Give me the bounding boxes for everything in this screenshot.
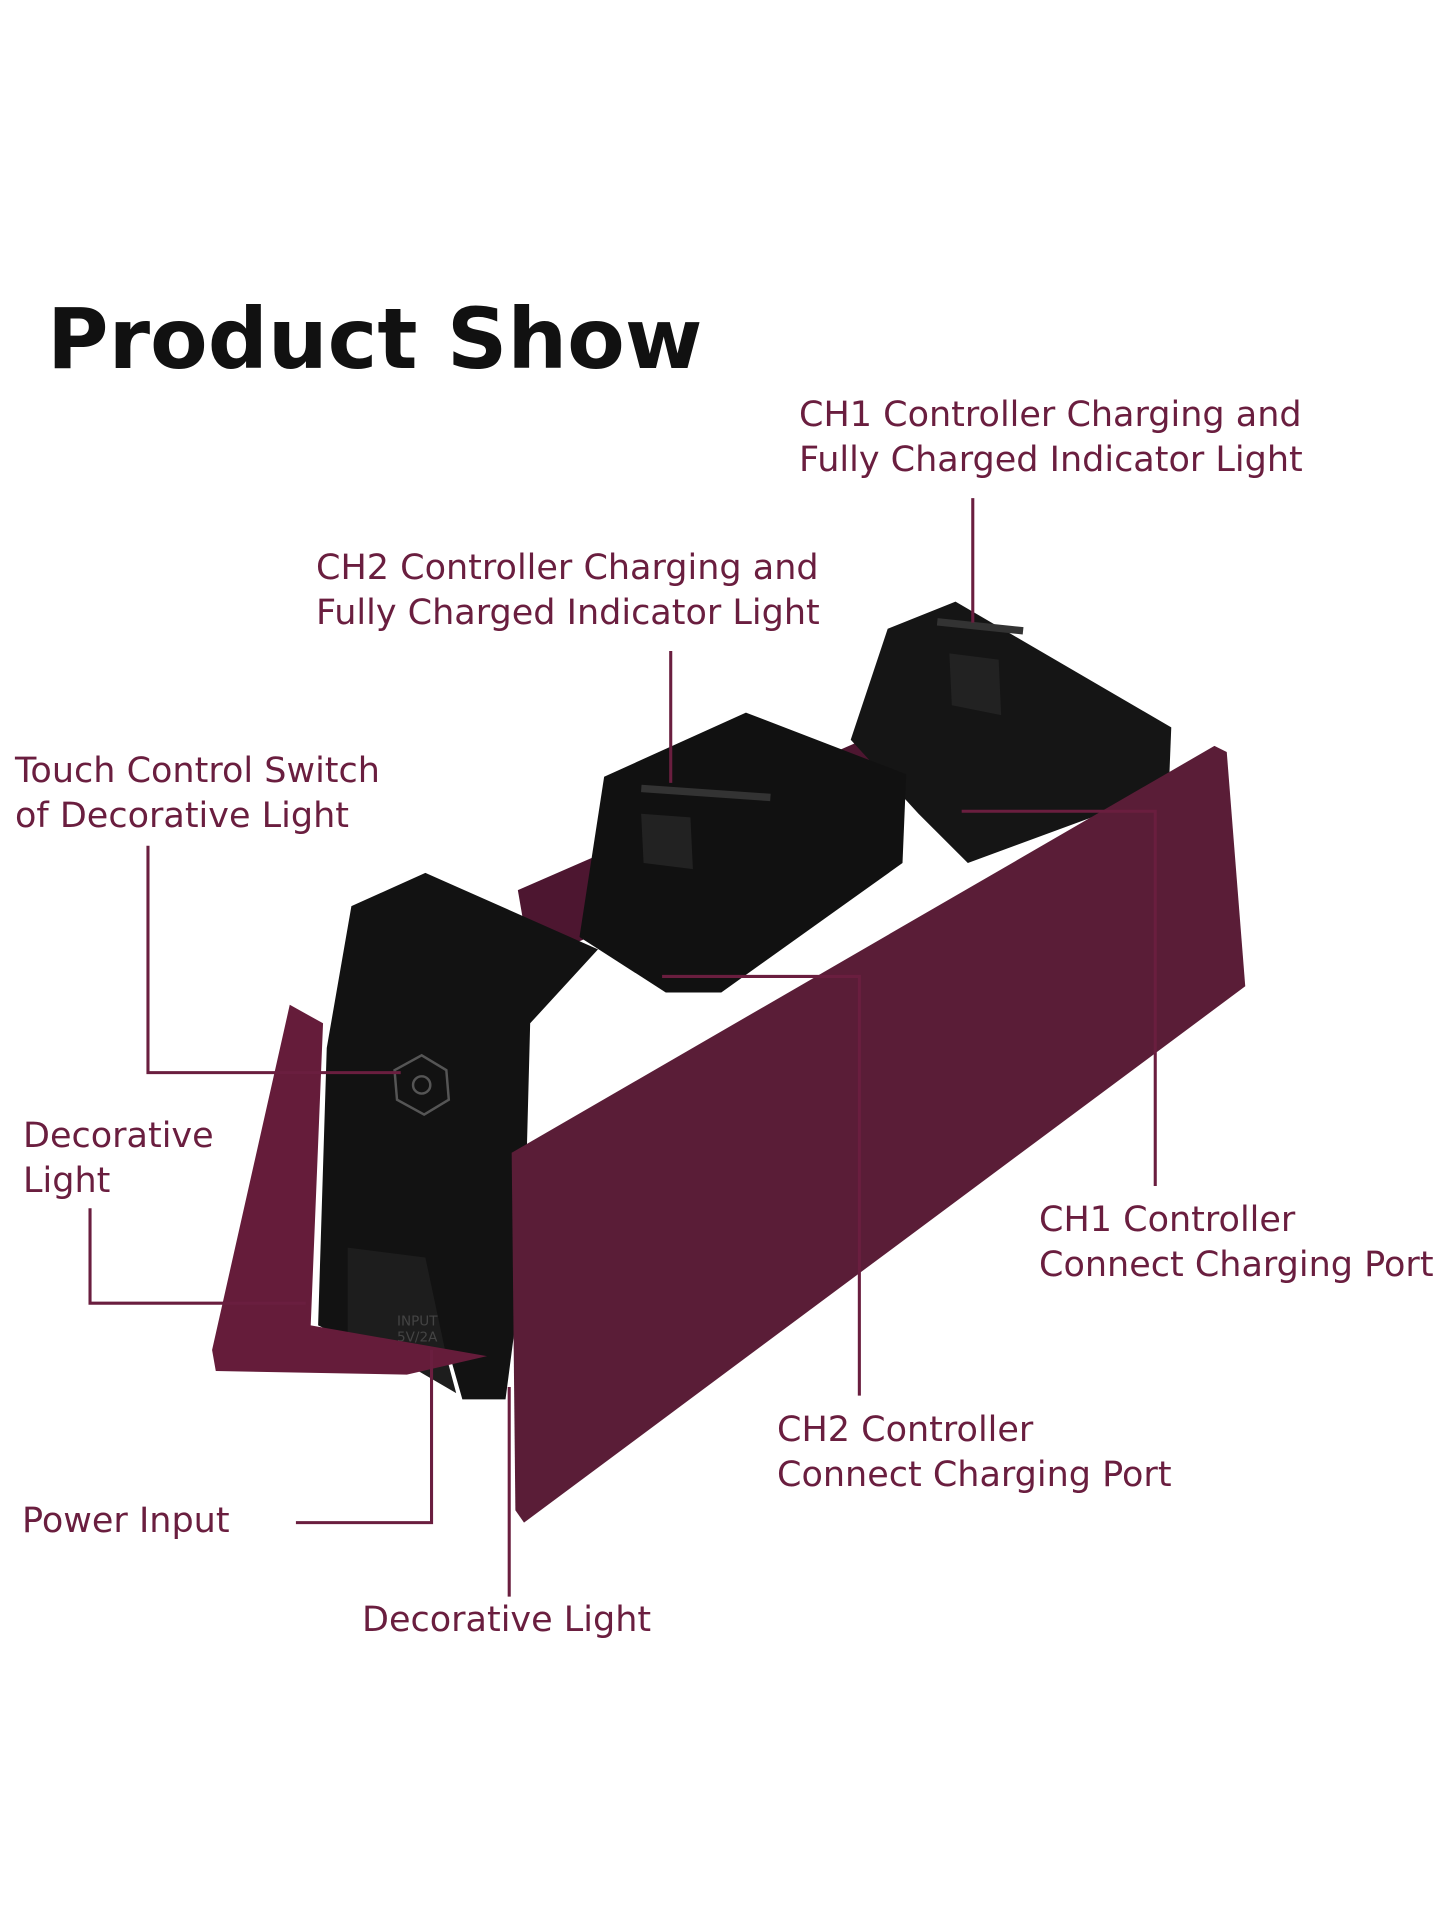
label-line: CH2 Controller	[777, 1410, 1034, 1450]
label-line: CH1 Controller Charging and	[799, 395, 1302, 435]
ch2-indicator-slot	[641, 784, 771, 802]
voltage-lettering: 5V/2A	[397, 1329, 438, 1345]
ch2-port-label: CH2 Controller Connect Charging Port	[777, 1408, 1172, 1498]
label-line: Touch Control Switch	[15, 751, 380, 791]
decorative-light-bottom-label: Decorative Light	[362, 1600, 652, 1640]
front-side-panel	[511, 745, 1246, 1523]
label-line: CH2 Controller Charging and	[316, 548, 819, 588]
ch2-indicator-label: CH2 Controller Charging and Fully Charge…	[316, 546, 820, 636]
light-switch-icon	[393, 1053, 451, 1116]
page-title: Product Show	[47, 290, 703, 388]
ch1-indicator-label: CH1 Controller Charging and Fully Charge…	[799, 393, 1303, 483]
ch2-port-notch	[641, 813, 693, 870]
ch1-indicator-slot	[936, 618, 1024, 635]
ch2-charging-pod	[579, 712, 907, 993]
power-input-label: Power Input	[22, 1501, 230, 1541]
label-line: Light	[23, 1161, 111, 1201]
ch1-charging-pod	[850, 601, 1172, 864]
label-line: Decorative	[23, 1116, 214, 1156]
label-line: CH1 Controller	[1039, 1200, 1296, 1240]
label-line: Fully Charged Indicator Light	[799, 440, 1303, 480]
ch1-port-notch	[949, 653, 1002, 716]
decorative-light-side-label: Decorative Light	[23, 1114, 214, 1204]
left-side-panel	[212, 1004, 488, 1375]
label-line: Fully Charged Indicator Light	[316, 593, 820, 633]
label-line: of Decorative Light	[15, 796, 350, 836]
label-line: Connect Charging Port	[777, 1455, 1172, 1495]
input-lettering: INPUT	[397, 1313, 438, 1329]
touch-switch-label: Touch Control Switch of Decorative Light	[15, 749, 380, 839]
label-line: Connect Charging Port	[1039, 1245, 1434, 1285]
leader-lines	[88, 498, 1157, 1597]
ch1-port-label: CH1 Controller Connect Charging Port	[1039, 1198, 1434, 1288]
